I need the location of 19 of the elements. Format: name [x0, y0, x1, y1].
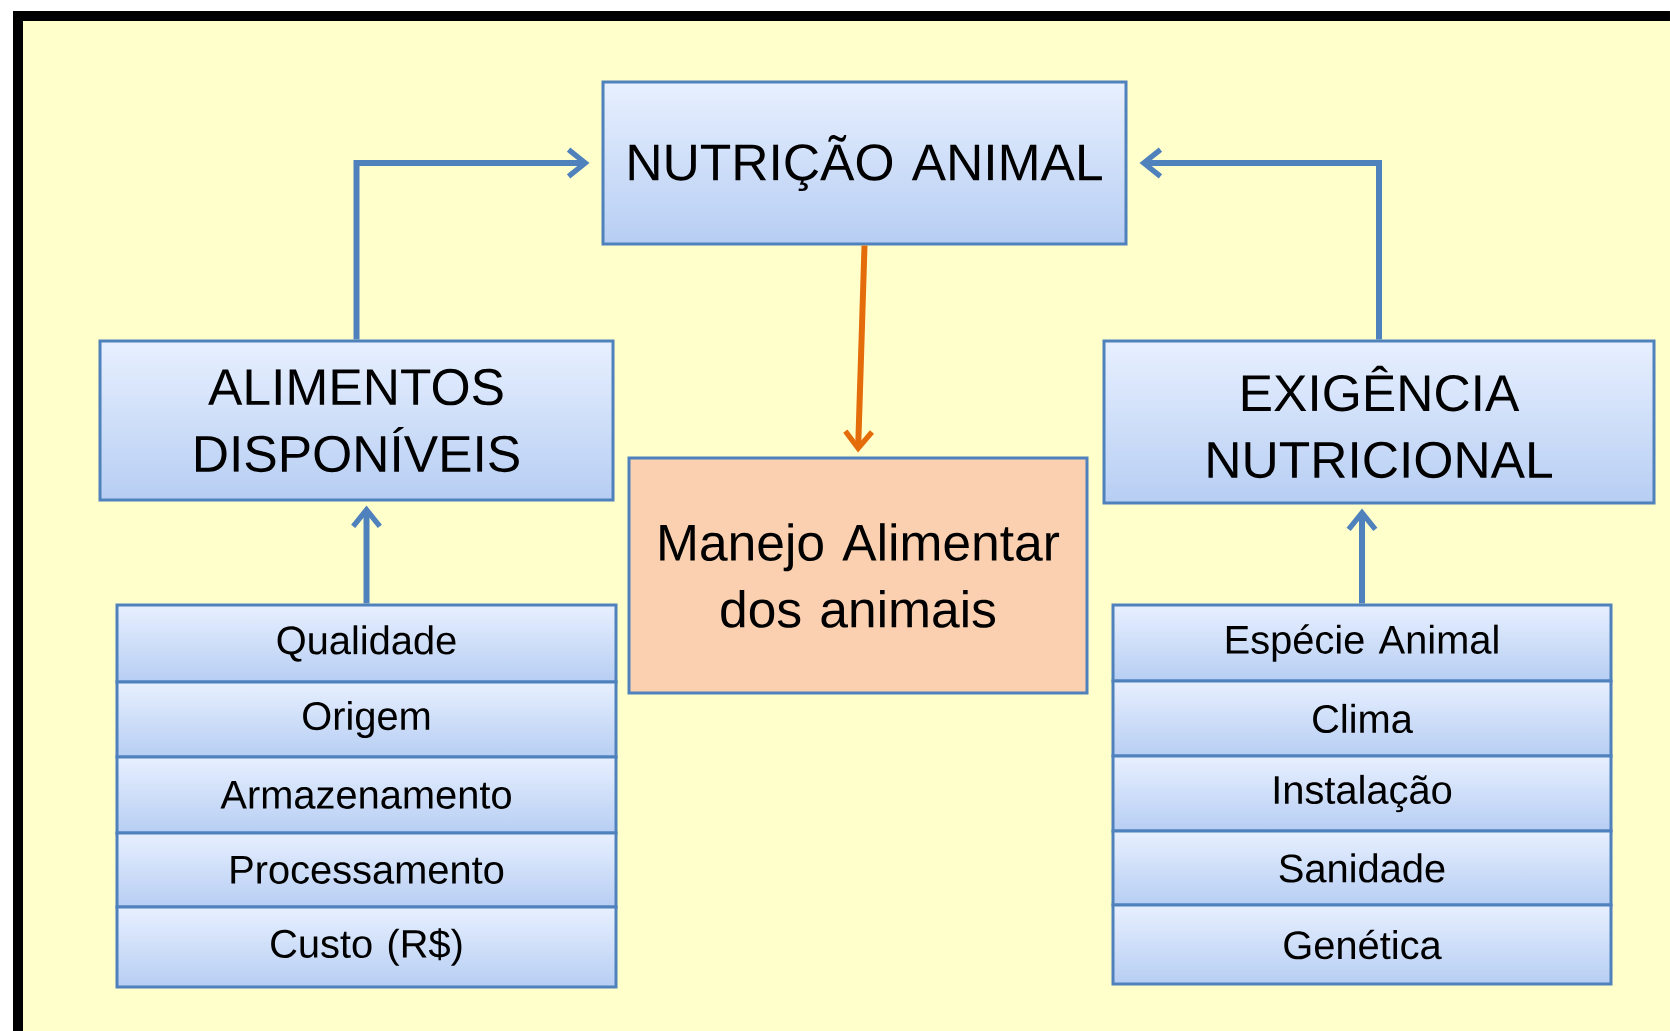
list-item-box: Processamento [115, 831, 618, 909]
list-item-box: Espécie Animal [1111, 603, 1613, 683]
heading-box: EXIGÊNCIA NUTRICIONAL [1102, 339, 1656, 505]
process-box: Manejo Alimentar dos animais [627, 456, 1089, 695]
list-item-box: Armazenamento [115, 755, 618, 835]
list-item-box: Qualidade [115, 603, 618, 684]
heading-box: NUTRIÇÃO ANIMAL [601, 80, 1128, 246]
heading-box: ALIMENTOS DISPONÍVEIS [98, 339, 615, 502]
arrow [843, 245, 875, 453]
list-item-box: Clima [1111, 679, 1613, 758]
arrow [353, 147, 590, 340]
list-item-box: Custo (R$) [115, 905, 618, 989]
list-item-box: Origem [115, 680, 618, 759]
list-item-box: Instalação [1111, 754, 1613, 833]
arrow [1139, 147, 1382, 340]
arrow [351, 505, 382, 604]
list-item-box: Sanidade [1111, 829, 1613, 907]
list-item-box: Genética [1111, 903, 1613, 986]
arrow [1346, 508, 1378, 604]
